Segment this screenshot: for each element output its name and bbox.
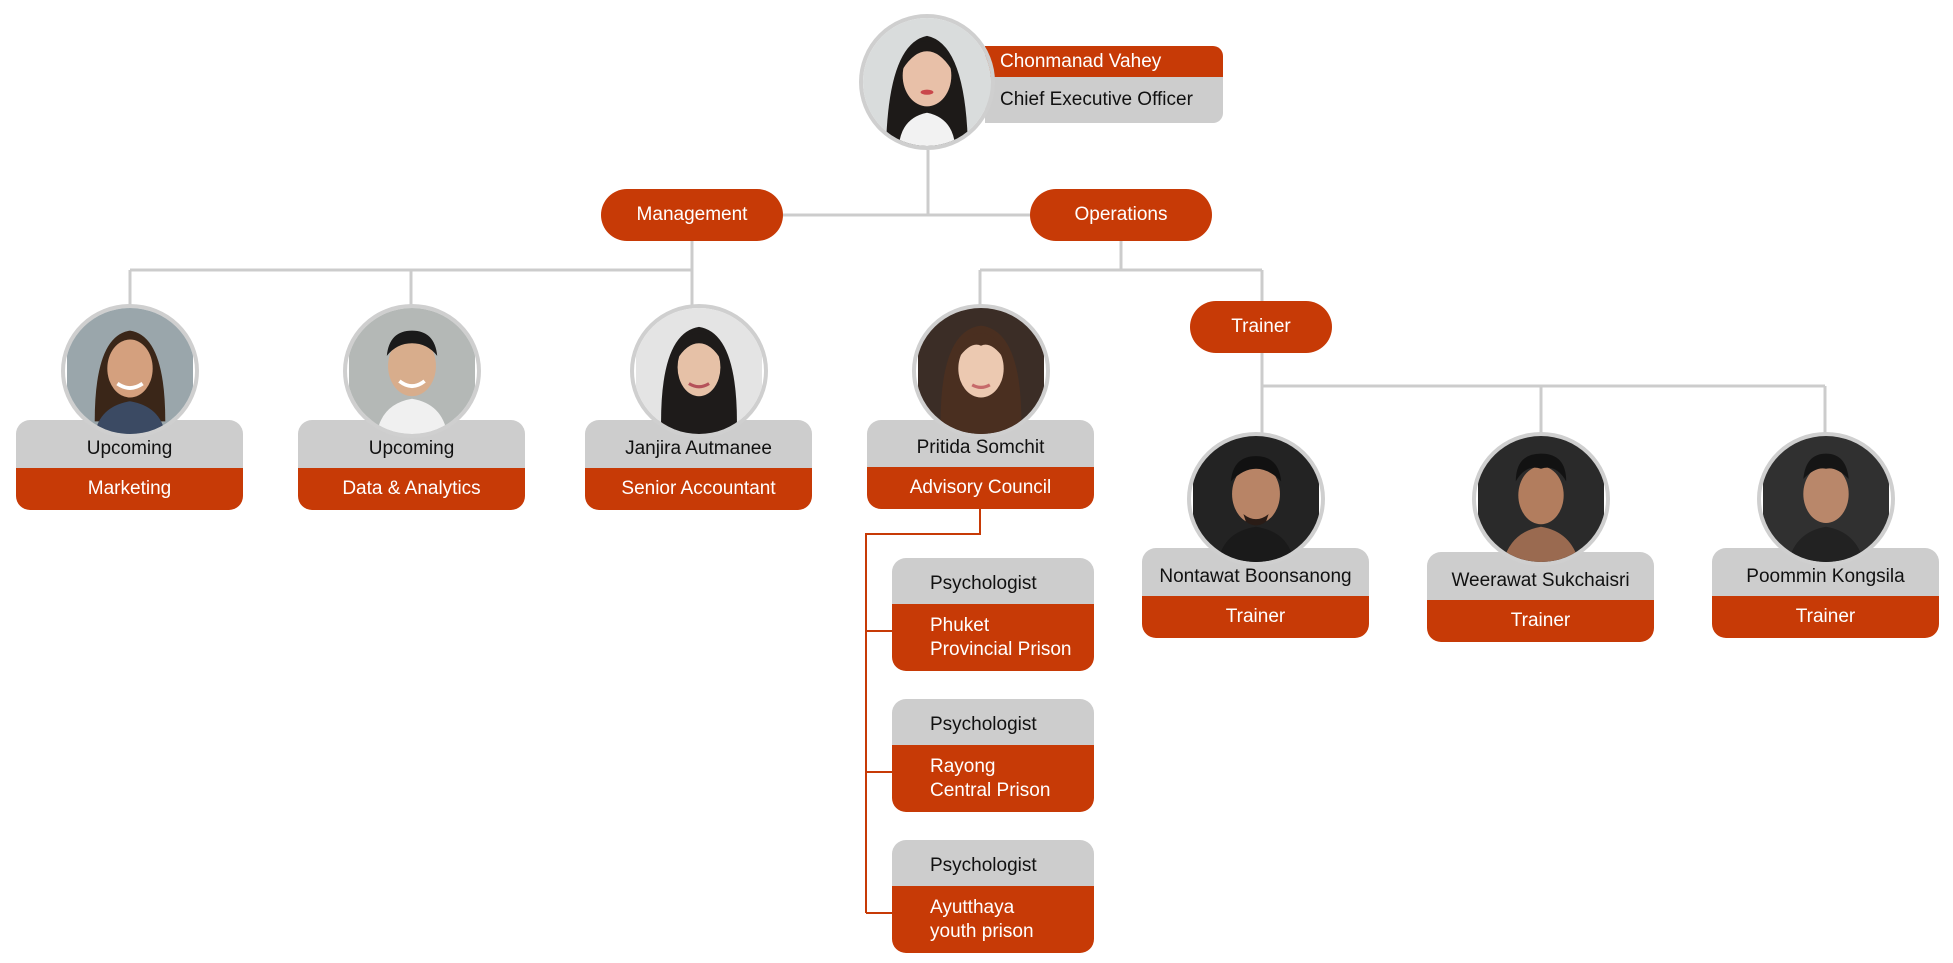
department-management[interactable]: Management xyxy=(601,189,783,241)
location-line-2: Central Prison xyxy=(930,779,1051,801)
staff-role: Data & Analytics xyxy=(298,468,525,510)
psychologist-card-phuket: Psychologist Phuket Provincial Prison xyxy=(892,558,1094,671)
woman-portrait-icon xyxy=(636,308,762,434)
department-trainer[interactable]: Trainer xyxy=(1190,301,1332,353)
staff-name: Pritida Somchit xyxy=(867,420,1094,467)
psychologist-title: Psychologist xyxy=(892,558,1094,604)
psychologist-card-ayutthaya: Psychologist Ayutthaya youth prison xyxy=(892,840,1094,953)
staff-role: Senior Accountant xyxy=(585,468,812,510)
ceo-photo xyxy=(859,14,995,150)
staff-photo-advisory-council xyxy=(912,304,1050,438)
man-portrait-icon xyxy=(1763,436,1889,562)
staff-photo-data-analytics xyxy=(343,304,481,438)
trainer-role: Trainer xyxy=(1142,596,1369,638)
staff-role: Advisory Council xyxy=(867,467,1094,509)
man-portrait-icon xyxy=(1193,436,1319,562)
trainer-photo-nontawat xyxy=(1187,432,1325,566)
psychologist-location: Rayong Central Prison xyxy=(892,745,1094,812)
trainer-card-poommin: Poommin Kongsila Trainer xyxy=(1712,548,1939,638)
staff-card-advisory-council: Pritida Somchit Advisory Council xyxy=(867,420,1094,509)
location-line-1: Rayong xyxy=(930,755,996,777)
psychologist-title: Psychologist xyxy=(892,699,1094,745)
department-operations[interactable]: Operations xyxy=(1030,189,1212,241)
location-line-2: Provincial Prison xyxy=(930,638,1072,660)
woman-portrait-icon xyxy=(918,308,1044,434)
psychologist-location: Ayutthaya youth prison xyxy=(892,886,1094,953)
woman-portrait-icon xyxy=(67,308,193,434)
ceo-name: Chonmanad Vahey xyxy=(985,46,1223,77)
psychologist-location: Phuket Provincial Prison xyxy=(892,604,1094,671)
staff-photo-senior-accountant xyxy=(630,304,768,438)
trainer-card-weerawat: Weerawat Sukchaisri Trainer xyxy=(1427,552,1654,642)
psychologist-title: Psychologist xyxy=(892,840,1094,886)
trainer-photo-weerawat xyxy=(1472,432,1610,566)
woman-portrait-icon xyxy=(863,18,991,146)
trainer-role: Trainer xyxy=(1427,600,1654,642)
staff-photo-marketing xyxy=(61,304,199,438)
ceo-title: Chief Executive Officer xyxy=(985,77,1223,123)
location-line-1: Ayutthaya xyxy=(930,896,1015,918)
staff-role: Marketing xyxy=(16,468,243,510)
man-portrait-icon xyxy=(349,308,475,434)
psychologist-card-rayong: Psychologist Rayong Central Prison xyxy=(892,699,1094,812)
trainer-role: Trainer xyxy=(1712,596,1939,638)
location-line-1: Phuket xyxy=(930,614,990,636)
location-line-2: youth prison xyxy=(930,920,1034,942)
trainer-photo-poommin xyxy=(1757,432,1895,566)
man-portrait-icon xyxy=(1478,436,1604,562)
